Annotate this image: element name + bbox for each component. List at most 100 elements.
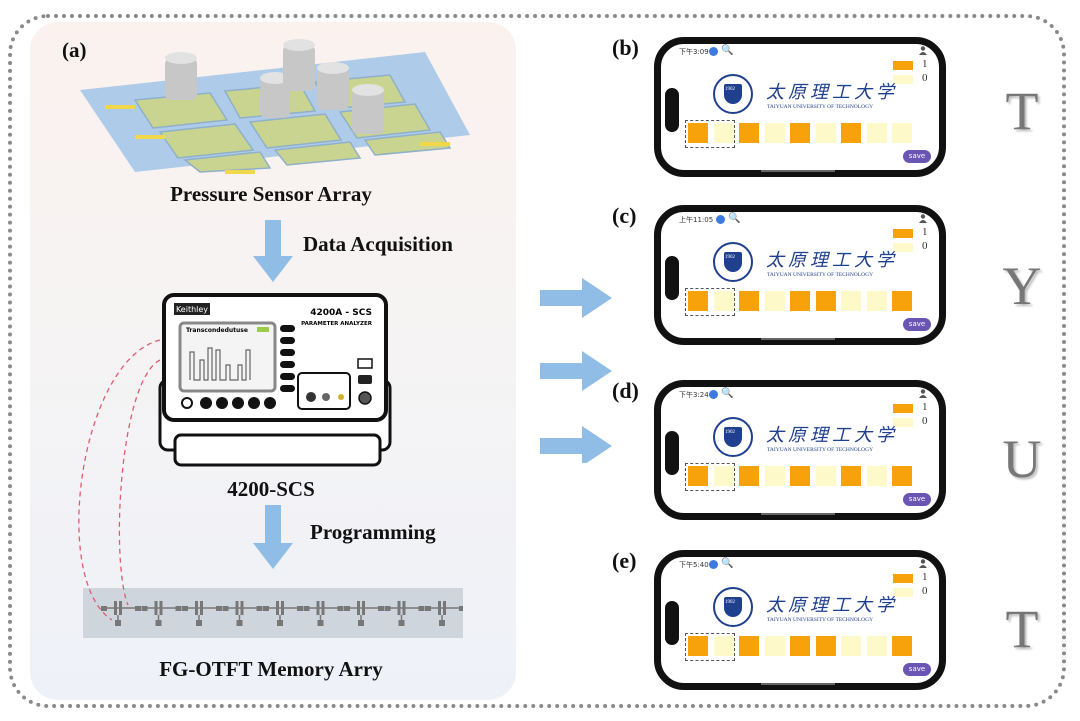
instrument-model: 4200A - SCS	[310, 308, 372, 318]
user-icon[interactable]	[919, 559, 927, 568]
bit-cell-0[interactable]	[841, 291, 861, 311]
bit-cell-1[interactable]	[841, 123, 861, 143]
bit-cell-1[interactable]	[892, 466, 912, 486]
camera-notch	[665, 256, 679, 300]
memory-transistor-cells	[101, 601, 463, 626]
user-icon[interactable]	[919, 389, 927, 398]
bit-cell-0[interactable]	[713, 123, 734, 143]
seal-year: 1902	[725, 255, 735, 260]
decoded-letter: U	[1002, 429, 1042, 489]
bit-cell-0[interactable]	[892, 123, 912, 143]
legend-label-1: 1	[922, 571, 928, 583]
bit-cell-0[interactable]	[764, 466, 785, 486]
bit-cell-1[interactable]	[739, 123, 759, 143]
selection-box	[685, 633, 735, 661]
bit-cell-1[interactable]	[841, 466, 861, 486]
legend-label-1: 1	[922, 401, 928, 413]
panel-label: (c)	[612, 203, 637, 228]
seal-year: 1902	[725, 87, 735, 92]
bit-cell-0[interactable]	[866, 123, 887, 143]
right-arrow-icon	[540, 278, 612, 318]
bit-cell-0[interactable]	[815, 466, 836, 486]
bit-cell-1[interactable]	[688, 123, 708, 143]
right-arrow-icon	[540, 426, 612, 463]
memory-cell	[141, 601, 182, 626]
bit-cell-0[interactable]	[841, 636, 861, 656]
selection-box	[685, 288, 735, 316]
save-button[interactable]: save	[903, 150, 931, 163]
legend-swatch-1	[893, 574, 913, 583]
seal-year: 1902	[725, 600, 735, 605]
bluetooth-icon	[709, 560, 718, 569]
search-icon[interactable]: 🔍	[728, 213, 741, 224]
bit-cell-0[interactable]	[713, 636, 734, 656]
bit-cell-1[interactable]	[739, 636, 759, 656]
right-arrows	[540, 278, 612, 463]
save-button[interactable]: save	[903, 493, 931, 506]
phone-app-screen: 下午5:40 🔍 1 0 1902 太原理工大学 TAIYUAN UNIVERS…	[654, 550, 946, 690]
instrument-subtitle: PARAMETER ANALYZER	[301, 321, 373, 327]
bit-cell-0[interactable]	[866, 636, 887, 656]
legend-swatch-0	[893, 243, 913, 252]
camera-notch	[665, 601, 679, 645]
memory-caption: FG-OTFT Memory Arry	[159, 657, 383, 681]
university-name-cn: 太原理工大学	[766, 595, 898, 615]
bit-cell-1[interactable]	[739, 291, 759, 311]
university-name-cn: 太原理工大学	[766, 250, 898, 270]
home-indicator	[761, 170, 835, 172]
instrument-brand: Keithley	[176, 305, 208, 314]
bit-cell-1[interactable]	[815, 291, 836, 311]
university-name-en: TAIYUAN UNIVERSITY OF TECHNOLOGY	[767, 104, 874, 110]
legend-swatch-1	[893, 404, 913, 413]
selection-box	[685, 120, 735, 148]
bit-cell-1[interactable]	[790, 466, 810, 486]
decoded-letter: T	[1005, 81, 1039, 141]
save-button[interactable]: save	[903, 318, 931, 331]
bit-cell-0[interactable]	[866, 291, 887, 311]
search-icon[interactable]: 🔍	[721, 45, 734, 56]
pressure-sensor-array-illustration	[80, 39, 470, 174]
user-icon[interactable]	[919, 46, 927, 55]
university-seal-logo: 1902	[713, 74, 753, 114]
bit-cell-1[interactable]	[688, 636, 708, 656]
bit-cell-0[interactable]	[764, 123, 785, 143]
bit-cell-1[interactable]	[790, 291, 810, 311]
panel-label: (b)	[612, 35, 639, 60]
memory-cell	[384, 601, 425, 626]
connection-wires	[78, 339, 161, 621]
bit-cell-1[interactable]	[790, 636, 810, 656]
legend-label-0: 0	[922, 585, 928, 597]
bit-cell-1[interactable]	[892, 291, 912, 311]
weights	[165, 39, 384, 134]
bit-cell-1[interactable]	[790, 123, 810, 143]
memory-cell	[263, 601, 303, 626]
bit-cell-0[interactable]	[713, 291, 734, 311]
memory-cell	[101, 601, 141, 626]
memory-cell	[303, 601, 344, 626]
bit-cell-1[interactable]	[739, 466, 759, 486]
search-icon[interactable]: 🔍	[721, 388, 734, 399]
home-indicator	[761, 513, 835, 515]
user-icon[interactable]	[919, 214, 927, 223]
university-seal-logo: 1902	[713, 242, 753, 282]
memory-cell	[425, 601, 463, 626]
legend-label-0: 0	[922, 415, 928, 427]
bit-cell-0[interactable]	[764, 291, 785, 311]
bit-cell-0[interactable]	[866, 466, 887, 486]
bluetooth-icon	[709, 47, 718, 56]
bit-cell-1[interactable]	[892, 636, 912, 656]
bit-cell-0[interactable]	[713, 466, 734, 486]
bit-cell-1[interactable]	[688, 291, 708, 311]
bit-cell-0[interactable]	[815, 123, 836, 143]
university-seal-logo: 1902	[713, 417, 753, 457]
bit-cell-1[interactable]	[688, 466, 708, 486]
legend-swatch-1	[893, 229, 913, 238]
save-button[interactable]: save	[903, 663, 931, 676]
bit-cell-1[interactable]	[815, 636, 836, 656]
decoded-letter: T	[1005, 599, 1039, 659]
search-icon[interactable]: 🔍	[721, 558, 734, 569]
bluetooth-icon	[716, 215, 725, 224]
bit-cell-0[interactable]	[764, 636, 785, 656]
keithley-4200-scs-illustration: Keithley 4200A - SCS PARAMETER ANALYZER …	[158, 293, 392, 467]
status-time: 下午3:24	[679, 391, 709, 399]
